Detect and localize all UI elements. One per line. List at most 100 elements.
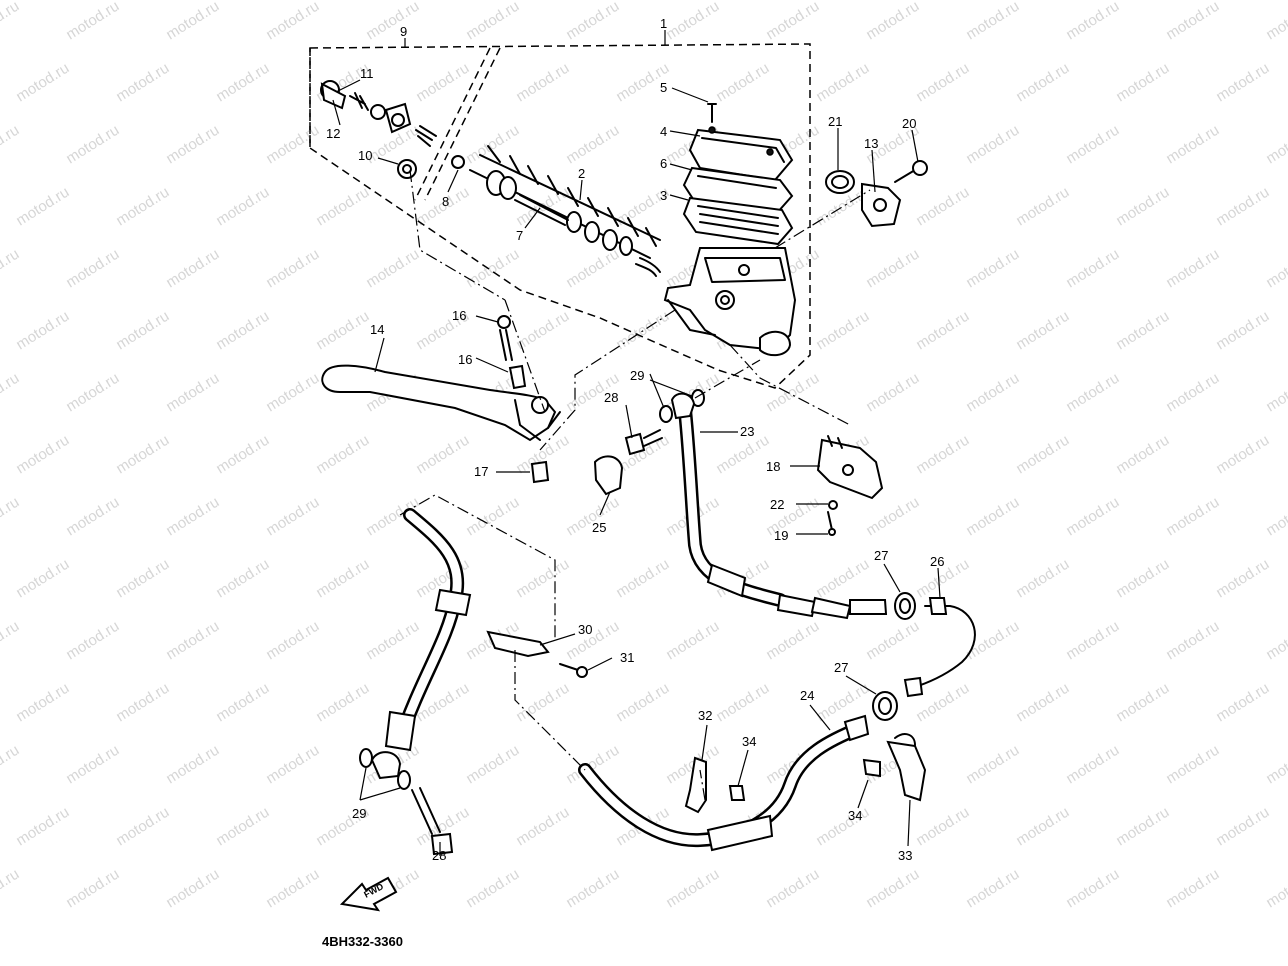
watermark-text: motod.ru (813, 308, 872, 354)
watermark-text: motod.ru (0, 0, 22, 43)
callout-6: 6 (660, 156, 667, 171)
watermark-text: motod.ru (863, 0, 922, 43)
watermark-text: motod.ru (963, 742, 1022, 788)
watermark-text: motod.ru (563, 0, 622, 43)
watermark-text: motod.ru (413, 60, 472, 106)
watermark-text: motod.ru (463, 494, 522, 540)
watermark-text: motod.ru (1113, 432, 1172, 478)
watermark-text: motod.ru (13, 60, 72, 106)
watermark-text: motod.ru (313, 556, 372, 602)
watermark-text: motod.ru (1163, 742, 1222, 788)
watermark-text: motod.ru (1063, 618, 1122, 664)
clamp-bolt-34-right (862, 758, 881, 778)
watermark-text: motod.ru (313, 184, 372, 230)
watermark-text: motod.ru (163, 370, 222, 416)
master-cylinder-body (663, 247, 797, 357)
watermark-text: motod.ru (163, 494, 222, 540)
watermark-text: motod.ru (563, 246, 622, 292)
clamp-collar (825, 170, 855, 194)
callout-12: 12 (326, 126, 340, 141)
reservoir-diaphragm (682, 196, 794, 246)
watermark-text: motod.ru (863, 494, 922, 540)
watermark-text: motod.ru (463, 246, 522, 292)
alignment-lines (399, 169, 871, 801)
callout-10: 10 (358, 148, 372, 163)
callout-16-upper: 16 (452, 308, 466, 323)
watermark-text: motod.ru (413, 432, 472, 478)
switch-screw-20 (828, 500, 838, 510)
watermark-text: motod.ru (863, 866, 922, 912)
watermark-text: motod.ru (1163, 370, 1222, 416)
grommet-lower (872, 691, 898, 721)
watermark-text: motod.ru (213, 184, 272, 230)
watermark-text: motod.ru (1163, 0, 1222, 43)
watermark-text: motod.ru (213, 432, 272, 478)
watermark-text: motod.ru (363, 0, 422, 43)
watermark-text: motod.ru (163, 246, 222, 292)
watermark-text: motod.ru (263, 618, 322, 664)
handlebar-clamp (861, 182, 902, 228)
watermark-text: motod.ru (913, 308, 972, 354)
callout-27-lower: 27 (834, 660, 848, 675)
watermark-text: motod.ru (1113, 556, 1172, 602)
callout-22: 21 (828, 114, 842, 129)
watermark-text: motod.ru (1013, 432, 1072, 478)
callout-26: 26 (930, 554, 944, 569)
watermark-text: motod.ru (313, 680, 372, 726)
watermark-text: motod.ru (213, 680, 272, 726)
watermark-text: motod.ru (163, 742, 222, 788)
watermark-text: motod.ru (1263, 494, 1288, 540)
clutch-hose-lower (578, 714, 870, 852)
lever-nut (530, 460, 550, 484)
watermark-text: motod.ru (563, 122, 622, 168)
clutch-pipe (903, 597, 976, 698)
watermark-text: motod.ru (1113, 680, 1172, 726)
watermark-text: motod.ru (813, 60, 872, 106)
watermark-text: motod.ru (1113, 60, 1172, 106)
piston-kit (469, 145, 661, 277)
boot-parts (320, 80, 465, 179)
watermark-text: motod.ru (1263, 742, 1288, 788)
callout-11: 11 (360, 66, 374, 81)
callout-21: 20 (902, 116, 916, 131)
watermark-text: motod.ru (713, 680, 772, 726)
watermark-text: motod.ru (1213, 184, 1272, 230)
callout-8: 8 (442, 194, 449, 209)
watermark-text: motod.ru (63, 866, 122, 912)
callout-23: 23 (740, 424, 754, 439)
watermark-text: motod.ru (963, 866, 1022, 912)
watermark-text: motod.ru (63, 370, 122, 416)
watermark-text: motod.ru (13, 556, 72, 602)
watermark-text: motod.ru (313, 432, 372, 478)
callout-34-left: 34 (742, 734, 756, 749)
watermark-text: motod.ru (1013, 60, 1072, 106)
watermark-text: motod.ru (1113, 184, 1172, 230)
callout-28-upper: 28 (604, 390, 618, 405)
watermark-text: motod.ru (0, 742, 22, 788)
watermark-text: motod.ru (13, 804, 72, 850)
watermark-text: motod.ru (113, 680, 172, 726)
callout-28-lower: 28 (432, 848, 446, 863)
clamp-bolt (894, 160, 928, 183)
watermark-text: motod.ru (263, 122, 322, 168)
watermark-text: motod.ru (0, 866, 22, 912)
watermark-text: motod.ru (813, 556, 872, 602)
watermark-text: motod.ru (463, 866, 522, 912)
watermark-text: motod.ru (663, 0, 722, 43)
watermark-text: motod.ru (263, 742, 322, 788)
watermark-text: motod.ru (1263, 246, 1288, 292)
watermark-text: motod.ru (913, 432, 972, 478)
callout-9: 9 (400, 24, 407, 39)
bracket-bolt-31 (559, 663, 588, 678)
watermark-text: motod.ru (63, 0, 122, 43)
watermark-text: motod.ru (1063, 742, 1122, 788)
watermark-text: motod.ru (1063, 370, 1122, 416)
watermark-text: motod.ru (963, 122, 1022, 168)
callout-labels: 9 1 5 4 6 3 21 13 20 2 7 8 11 12 10 14 1… (326, 16, 944, 863)
assembly-outline (309, 43, 811, 389)
watermark-text: motod.ru (113, 308, 172, 354)
callout-20: 22 (770, 497, 784, 512)
watermark-text: motod.ru (63, 742, 122, 788)
watermark-text: motod.ru (1063, 866, 1122, 912)
clutch-hose-engine (370, 508, 472, 780)
